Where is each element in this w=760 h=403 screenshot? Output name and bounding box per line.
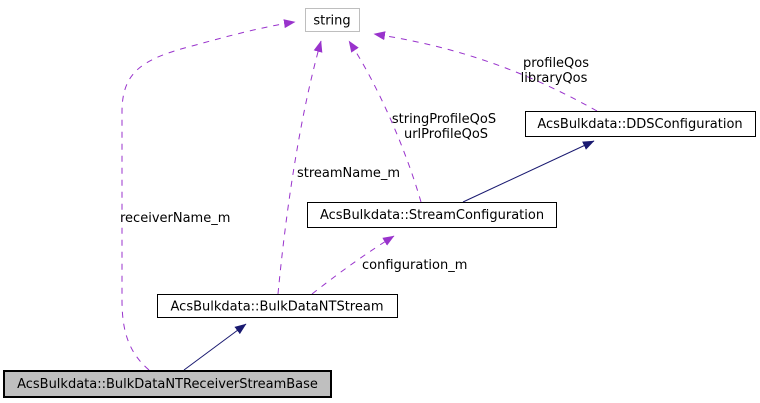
edge-label-library-qos: libraryQos (521, 71, 588, 86)
class-node-string: string (305, 8, 360, 32)
edge-usage-profile-qos-to-string (373, 31, 598, 112)
class-node-receiver-stream-base: AcsBulkdata::BulkDataNTReceiverStreamBas… (3, 370, 332, 398)
edge-label-string-profile-qos: stringProfileQoS (392, 112, 496, 127)
class-node-bulkdata-nt-stream-label[interactable]: AcsBulkdata::BulkDataNTStream (171, 300, 384, 315)
class-node-receiver-stream-base-label: AcsBulkdata::BulkDataNTReceiverStreamBas… (17, 377, 318, 392)
edge-usage-string-profile-to-string (348, 40, 422, 203)
edge-inherit-streamconfig-to-ddsconfig (462, 140, 595, 203)
class-node-receiver-stream-base-box (3, 370, 332, 398)
class-node-dds-configuration-label[interactable]: AcsBulkdata::DDSConfiguration (537, 117, 742, 132)
class-node-stream-configuration-label[interactable]: AcsBulkdata::StreamConfiguration (320, 208, 544, 223)
class-node-bulkdata-nt-stream-box[interactable] (157, 294, 398, 318)
class-node-bulkdata-nt-stream[interactable]: AcsBulkdata::BulkDataNTStream (157, 294, 398, 318)
class-node-stream-configuration-box[interactable] (307, 202, 557, 228)
edge-usage-configuration-to-stream-configuration (311, 235, 395, 295)
class-node-stream-configuration[interactable]: AcsBulkdata::StreamConfiguration (307, 202, 557, 228)
edge-usage-receiver-name-to-string (121, 19, 296, 371)
class-node-string-label: string (313, 14, 350, 29)
class-node-dds-configuration[interactable]: AcsBulkdata::DDSConfiguration (525, 111, 756, 137)
class-node-string-box (305, 8, 360, 32)
edge-label-stream-name: streamName_m (297, 166, 400, 181)
edge-label-profile-qos: profileQos (523, 56, 589, 71)
edge-label-configuration: configuration_m (362, 258, 467, 273)
edge-label-url-profile-qos: urlProfileQoS (404, 127, 488, 142)
edge-label-receiver-name: receiverName_m (120, 211, 230, 226)
class-node-dds-configuration-box[interactable] (525, 111, 756, 137)
edge-inherit-receiver-to-ntstream (183, 323, 247, 371)
